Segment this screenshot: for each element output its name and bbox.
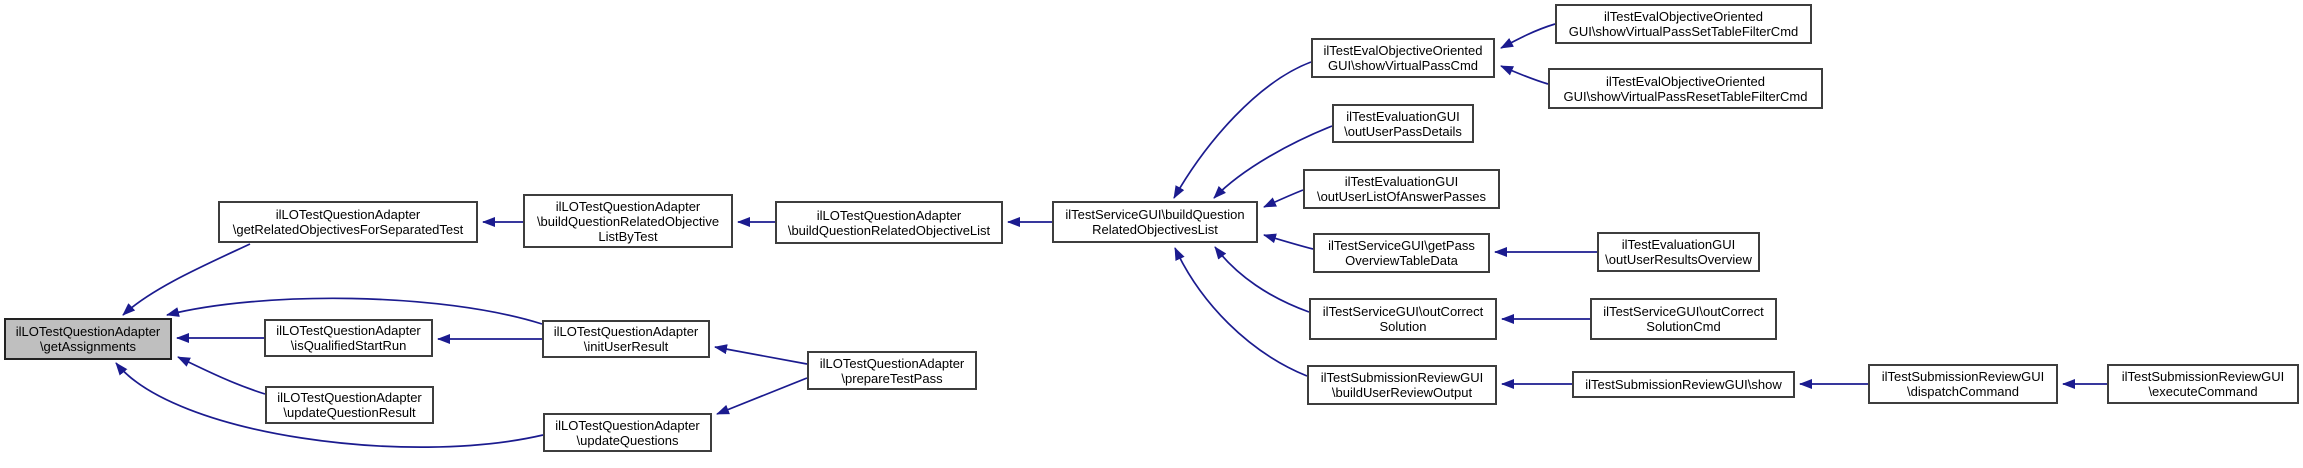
node-label-line: \updateQuestionResult [283, 405, 416, 420]
node-show[interactable]: ilTestSubmissionReviewGUI\show [1572, 371, 1795, 398]
edge-prepareTestPass-updateQuestions [716, 377, 808, 415]
node-label-line: ilLOTestQuestionAdapter [555, 417, 700, 433]
node-executeCommand[interactable]: ilTestSubmissionReviewGUI \executeComman… [2107, 364, 2299, 404]
node-label-line: ilLOTestQuestionAdapter [275, 207, 421, 222]
node-label-line: Solution [1379, 319, 1427, 334]
edge-prepareTestPass-initUserResult [714, 344, 808, 365]
edge-buildUserReviewOutput-buildQuestionRelatedObjectivesList [1174, 247, 1308, 377]
node-label-line: ilTestEvaluationGUI [1621, 237, 1736, 252]
node-label-line: \buildQuestionRelatedObjective [536, 213, 720, 229]
node-label-line: OverviewTableData [1345, 253, 1458, 268]
node-label-line: ilTestEvaluationGUI [1344, 174, 1459, 189]
node-label-line: ilLOTestQuestionAdapter [553, 324, 699, 339]
node-label-line: ListByTest [598, 228, 658, 244]
node-label-line: \dispatchCommand [1907, 384, 2019, 399]
node-label-line: ilLOTestQuestionAdapter [276, 323, 421, 338]
node-initUserResult[interactable]: ilLOTestQuestionAdapter \initUserResult [542, 320, 710, 358]
node-outUserListOfAnswerPasses[interactable]: ilTestEvaluationGUI \outUserListOfAnswer… [1303, 169, 1500, 209]
node-label-line: \buildUserReviewOutput [1331, 385, 1473, 400]
edge-initUserResult-getAssignments [166, 297, 543, 325]
node-getPassOverviewTableData[interactable]: ilTestServiceGUI\getPass OverviewTableDa… [1313, 233, 1490, 273]
node-label-line: GUI\showVirtualPassSetTableFilterCmd [1568, 24, 1799, 39]
node-label-line: ilTestSubmissionReviewGUI [1881, 369, 2045, 384]
edge-outUserPassDetails-buildQuestionRelatedObjectivesList [1213, 125, 1333, 199]
node-label-line: \isQualifiedStartRun [290, 338, 407, 353]
node-label-line: ilTestEvalObjectiveOriented [1604, 9, 1763, 24]
node-label-line: \initUserResult [583, 339, 669, 354]
edge-showVirtualPassResetTableFilterCmd-showVirtualPassCmd [1500, 65, 1549, 85]
node-showVirtualPassCmd[interactable]: ilTestEvalObjectiveOriented GUI\showVirt… [1311, 38, 1495, 78]
node-label-line: GUI\showVirtualPassCmd [1327, 58, 1479, 73]
node-label-line: \outUserListOfAnswerPasses [1316, 189, 1487, 204]
node-buildQuestionRelatedObjectiveListByTest[interactable]: ilLOTestQuestionAdapter \buildQuestionRe… [523, 194, 733, 248]
node-label-line: \outUserPassDetails [1344, 123, 1462, 139]
node-label-line: ilLOTestQuestionAdapter [555, 198, 701, 214]
edge-outUserListOfAnswerPasses-buildQuestionRelatedObjectivesList [1263, 189, 1304, 208]
node-label-line: \executeCommand [2148, 384, 2258, 399]
edge-showVirtualPassSetTableFilterCmd-showVirtualPassCmd [1500, 23, 1556, 49]
node-outCorrectSolutionCmd[interactable]: ilTestServiceGUI\outCorrect SolutionCmd [1590, 298, 1777, 340]
node-prepareTestPass[interactable]: ilLOTestQuestionAdapter \prepareTestPass [807, 351, 977, 390]
node-label-line: RelatedObjectivesList [1092, 222, 1218, 237]
node-buildUserReviewOutput[interactable]: ilTestSubmissionReviewGUI \buildUserRevi… [1307, 365, 1497, 405]
node-label-line: ilLOTestQuestionAdapter [15, 324, 161, 339]
node-label-line: ilLOTestQuestionAdapter [819, 355, 965, 371]
node-showVirtualPassResetTableFilterCmd[interactable]: ilTestEvalObjectiveOriented GUI\showVirt… [1548, 68, 1823, 109]
node-label-line: ilTestEvalObjectiveOriented [1606, 73, 1765, 89]
node-updateQuestions[interactable]: ilLOTestQuestionAdapter \updateQuestions [543, 413, 712, 452]
node-label-line: ilTestServiceGUI\outCorrect [1603, 304, 1764, 319]
node-label-line: GUI\showVirtualPassResetTableFilterCmd [1563, 88, 1808, 104]
edge-getRelatedObjectivesForSeparatedTest-getAssignments [122, 243, 251, 316]
node-updateQuestionResult[interactable]: ilLOTestQuestionAdapter \updateQuestionR… [265, 386, 434, 424]
node-label-line: \getRelatedObjectivesForSeparatedTest [232, 222, 464, 237]
node-label-line: \getAssignments [39, 339, 137, 354]
node-label-line: ilLOTestQuestionAdapter [816, 207, 962, 223]
node-label-line: \buildQuestionRelatedObjectiveList [787, 222, 991, 238]
node-label-line: ilTestEvalObjectiveOriented [1323, 43, 1483, 58]
node-label-line: \outUserResultsOverview [1605, 252, 1752, 267]
node-label-line: ilTestSubmissionReviewGUI [1320, 370, 1484, 385]
edge-updateQuestions-getAssignments [115, 362, 544, 448]
node-getRelatedObjectivesForSeparatedTest[interactable]: ilLOTestQuestionAdapter \getRelatedObjec… [218, 201, 478, 243]
node-label-line: ilTestServiceGUI\buildQuestion [1065, 207, 1245, 222]
node-isQualifiedStartRun[interactable]: ilLOTestQuestionAdapter \isQualifiedStar… [264, 319, 433, 357]
edge-getPassOverviewTableData-buildQuestionRelatedObjectivesList [1263, 233, 1314, 250]
node-showVirtualPassSetTableFilterCmd[interactable]: ilTestEvalObjectiveOriented GUI\showVirt… [1555, 4, 1812, 44]
edge-showVirtualPassCmd-buildQuestionRelatedObjectivesList [1173, 61, 1312, 199]
node-label-line: ilTestServiceGUI\outCorrect [1322, 304, 1484, 319]
node-buildQuestionRelatedObjectiveList[interactable]: ilLOTestQuestionAdapter \buildQuestionRe… [775, 201, 1003, 244]
node-label-line: ilTestSubmissionReviewGUI\show [1585, 377, 1782, 392]
node-label-line: ilTestSubmissionReviewGUI [2121, 369, 2285, 384]
node-label-line: \updateQuestions [576, 432, 679, 448]
edge-updateQuestionResult-getAssignments [177, 356, 266, 395]
edge-outCorrectSolution-buildQuestionRelatedObjectivesList [1214, 246, 1310, 313]
node-outUserResultsOverview[interactable]: ilTestEvaluationGUI \outUserResultsOverv… [1597, 232, 1760, 272]
node-outCorrectSolution[interactable]: ilTestServiceGUI\outCorrect Solution [1309, 298, 1497, 340]
node-label-line: \prepareTestPass [841, 370, 943, 386]
node-dispatchCommand[interactable]: ilTestSubmissionReviewGUI \dispatchComma… [1868, 364, 2058, 404]
node-label-line: ilTestServiceGUI\getPass [1328, 238, 1475, 253]
node-buildQuestionRelatedObjectivesList[interactable]: ilTestServiceGUI\buildQuestion RelatedOb… [1052, 201, 1258, 243]
node-label-line: ilTestEvaluationGUI [1346, 108, 1460, 124]
node-label-line: SolutionCmd [1646, 319, 1721, 334]
node-getAssignments: ilLOTestQuestionAdapter \getAssignments [4, 318, 172, 360]
node-label-line: ilLOTestQuestionAdapter [277, 390, 422, 405]
node-outUserPassDetails[interactable]: ilTestEvaluationGUI \outUserPassDetails [1332, 104, 1474, 143]
